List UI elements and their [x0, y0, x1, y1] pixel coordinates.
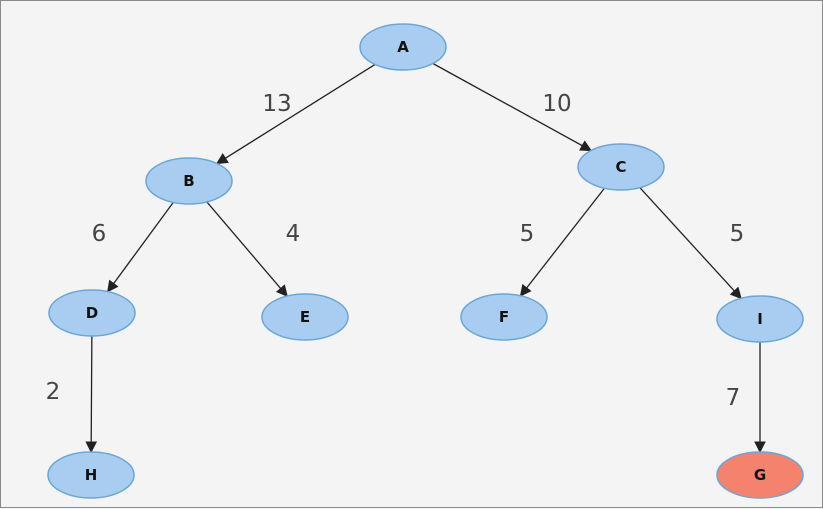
node-label-b: B	[183, 172, 194, 190]
edge-b-d	[107, 202, 174, 293]
node-label-g: G	[754, 466, 766, 484]
node-shape-e	[261, 293, 349, 341]
edge-weight-c-f: 5	[520, 221, 535, 247]
node-label-f: F	[499, 308, 509, 326]
edge-b-e	[206, 201, 288, 297]
edge-weight-b-d: 6	[92, 221, 107, 247]
edge-weight-a-b: 13	[262, 91, 291, 117]
edge-a-b	[215, 63, 376, 165]
node-b: B	[145, 157, 233, 205]
nodes-layer: A B C D E F I H G	[47, 23, 804, 499]
node-label-a: A	[397, 38, 409, 56]
node-label-h: H	[85, 466, 98, 484]
node-shape-g	[716, 451, 804, 499]
node-label-e: E	[300, 308, 310, 326]
edge-weight-d-h: 2	[46, 379, 61, 405]
node-g: G	[716, 451, 804, 499]
node-shape-d	[48, 289, 136, 337]
edge-weight-c-i: 5	[730, 221, 745, 247]
edge-weight-a-c: 10	[542, 91, 571, 117]
node-e: E	[261, 293, 349, 341]
edge-weight-b-e: 4	[286, 221, 301, 247]
node-shape-a	[359, 23, 447, 71]
node-shape-b	[145, 157, 233, 205]
node-shape-i	[716, 295, 804, 343]
edge-a-c	[432, 62, 593, 152]
node-h: H	[47, 451, 135, 499]
node-label-c: C	[615, 158, 626, 176]
node-label-i: I	[757, 310, 763, 328]
edge-d-h	[85, 335, 98, 454]
node-a: A	[359, 23, 447, 71]
edge-c-i	[639, 187, 742, 300]
edge-c-f	[519, 187, 605, 297]
edges-layer: 13 10 6 4 5 5 2 7	[46, 62, 766, 454]
node-shape-h	[47, 451, 135, 499]
edge-weight-i-g: 7	[726, 385, 741, 411]
node-shape-f	[460, 293, 548, 341]
node-d: D	[48, 289, 136, 337]
node-shape-c	[577, 143, 665, 191]
node-label-d: D	[86, 304, 98, 322]
node-i: I	[716, 295, 804, 343]
node-f: F	[460, 293, 548, 341]
node-c: C	[577, 143, 665, 191]
